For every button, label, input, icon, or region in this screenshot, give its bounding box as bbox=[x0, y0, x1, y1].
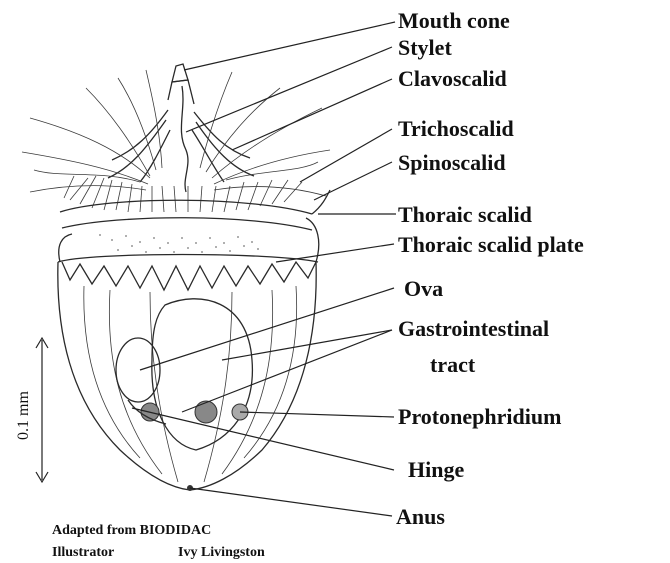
label-anus: Anus bbox=[396, 504, 445, 529]
gastrointestinal-tract bbox=[152, 299, 253, 450]
scale-bar: 0.1 mm bbox=[15, 338, 48, 482]
label-ova: Ova bbox=[404, 276, 443, 301]
leader-stylet bbox=[186, 47, 392, 132]
credit: Adapted from BIODIDAC Illustrator Ivy Li… bbox=[52, 523, 265, 560]
label-mouth-cone: Mouth cone bbox=[398, 8, 510, 33]
label-gastrointestinal: Gastrointestinal bbox=[398, 316, 549, 341]
label-spinoscalid: Spinoscalid bbox=[398, 150, 506, 175]
labels: Mouth cone Stylet Clavoscalid Trichoscal… bbox=[396, 8, 584, 529]
leader-hinge bbox=[132, 408, 394, 470]
credit-illustrator-name: Ivy Livingston bbox=[178, 545, 265, 560]
leader-clavoscalid bbox=[232, 79, 392, 150]
lorica bbox=[58, 262, 316, 490]
thoracic-scalid-plates bbox=[58, 255, 318, 291]
protonephridia bbox=[141, 401, 248, 423]
trichoscalids bbox=[64, 176, 302, 212]
label-gastrointestinal-tract: tract bbox=[430, 352, 476, 377]
label-hinge: Hinge bbox=[408, 457, 464, 482]
leader-gastrointestinal-2 bbox=[182, 330, 392, 412]
label-thoracic-scalid: Thoraic scalid bbox=[398, 202, 532, 227]
leader-anus bbox=[190, 488, 392, 516]
leader-lines bbox=[132, 22, 396, 516]
clavoscalids bbox=[108, 110, 254, 182]
scale-bar-label: 0.1 mm bbox=[15, 391, 32, 440]
spinoscalids bbox=[22, 70, 330, 196]
label-clavoscalid: Clavoscalid bbox=[398, 66, 507, 91]
mouth-cone bbox=[168, 64, 194, 104]
leader-thoracic-scalid-plate bbox=[276, 244, 394, 262]
credit-illustrator: Illustrator bbox=[52, 545, 114, 560]
label-protonephridium: Protonephridium bbox=[398, 404, 561, 429]
label-stylet: Stylet bbox=[398, 35, 452, 60]
label-thoracic-scalid-plate: Thoraic scalid plate bbox=[398, 232, 584, 257]
credit-line-1: Adapted from BIODIDAC bbox=[52, 523, 211, 538]
leader-mouth-cone bbox=[184, 22, 395, 70]
leader-trichoscalid bbox=[300, 129, 392, 182]
stylet bbox=[181, 86, 188, 192]
organism-illustration bbox=[22, 64, 330, 491]
neck-stipple bbox=[99, 234, 259, 253]
leader-protonephridium bbox=[240, 412, 394, 417]
label-trichoscalid: Trichoscalid bbox=[398, 116, 514, 141]
ova bbox=[116, 338, 160, 402]
